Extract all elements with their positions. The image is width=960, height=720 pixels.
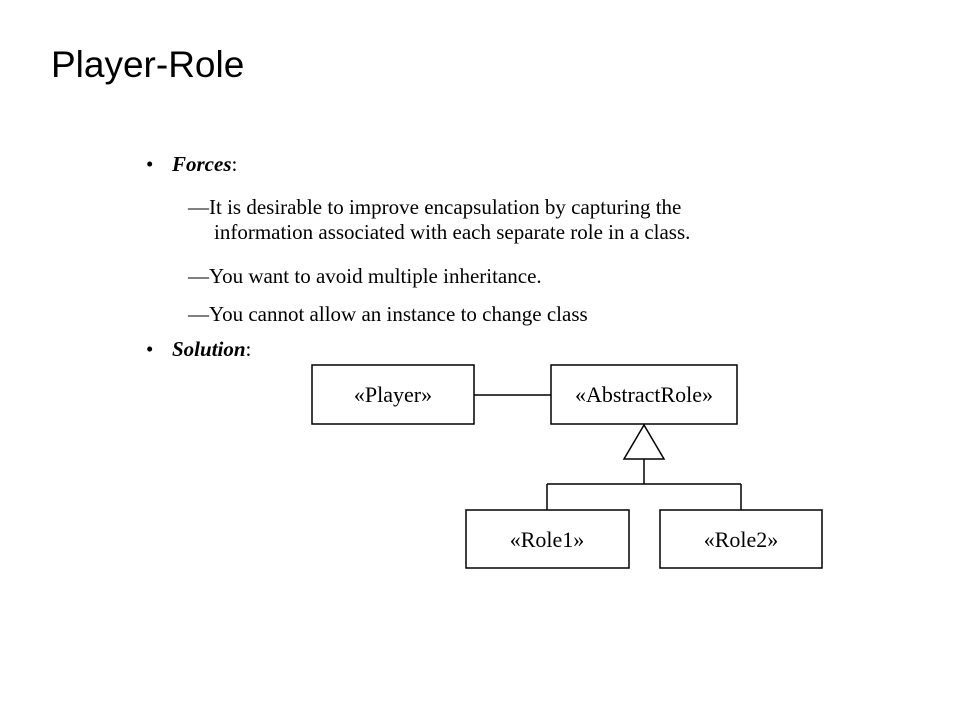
player-class-label: «Player»	[354, 382, 432, 407]
force-item-2: —You want to avoid multiple inheritance.	[188, 264, 542, 289]
force-text-line1: You cannot allow an instance to change c…	[209, 302, 588, 326]
abstract-role-class-label: «AbstractRole»	[575, 382, 713, 407]
abstract-role-box-border	[550, 364, 738, 425]
role2-box-border	[659, 509, 823, 569]
force-text-line1: You want to avoid multiple inheritance.	[209, 264, 542, 288]
slide-title: Player-Role	[51, 44, 245, 85]
bullet-dot: •	[146, 152, 154, 176]
force-dash: —	[188, 264, 209, 288]
forces-bullet: • Forces:	[146, 152, 237, 177]
solution-bullet: • Solution:	[146, 337, 251, 362]
force-dash: —	[188, 195, 209, 219]
role1-box-border	[465, 509, 630, 569]
generalization-triangle	[622, 423, 666, 460]
role2-class-label: «Role2»	[704, 527, 779, 552]
force-item-3: —You cannot allow an instance to change …	[188, 302, 588, 327]
force-text-line1: It is desirable to improve encapsulation…	[209, 195, 682, 219]
role1-class-label: «Role1»	[510, 527, 585, 552]
forces-label: Forces	[172, 152, 232, 176]
forces-colon: :	[231, 152, 238, 176]
solution-colon: :	[245, 337, 252, 361]
bullet-dot: •	[146, 337, 154, 361]
player-class-box: «Player»	[311, 364, 475, 425]
force-dash: —	[188, 302, 209, 326]
abstract-role-class-box: «AbstractRole»	[550, 364, 738, 425]
force-text-line2: information associated with each separat…	[214, 220, 691, 245]
role1-class-box: «Role1»	[465, 509, 630, 569]
force-item-1: —It is desirable to improve encapsulatio…	[188, 195, 690, 245]
solution-label: Solution	[172, 337, 246, 361]
role2-class-box: «Role2»	[659, 509, 823, 569]
player-box-border	[311, 364, 475, 425]
